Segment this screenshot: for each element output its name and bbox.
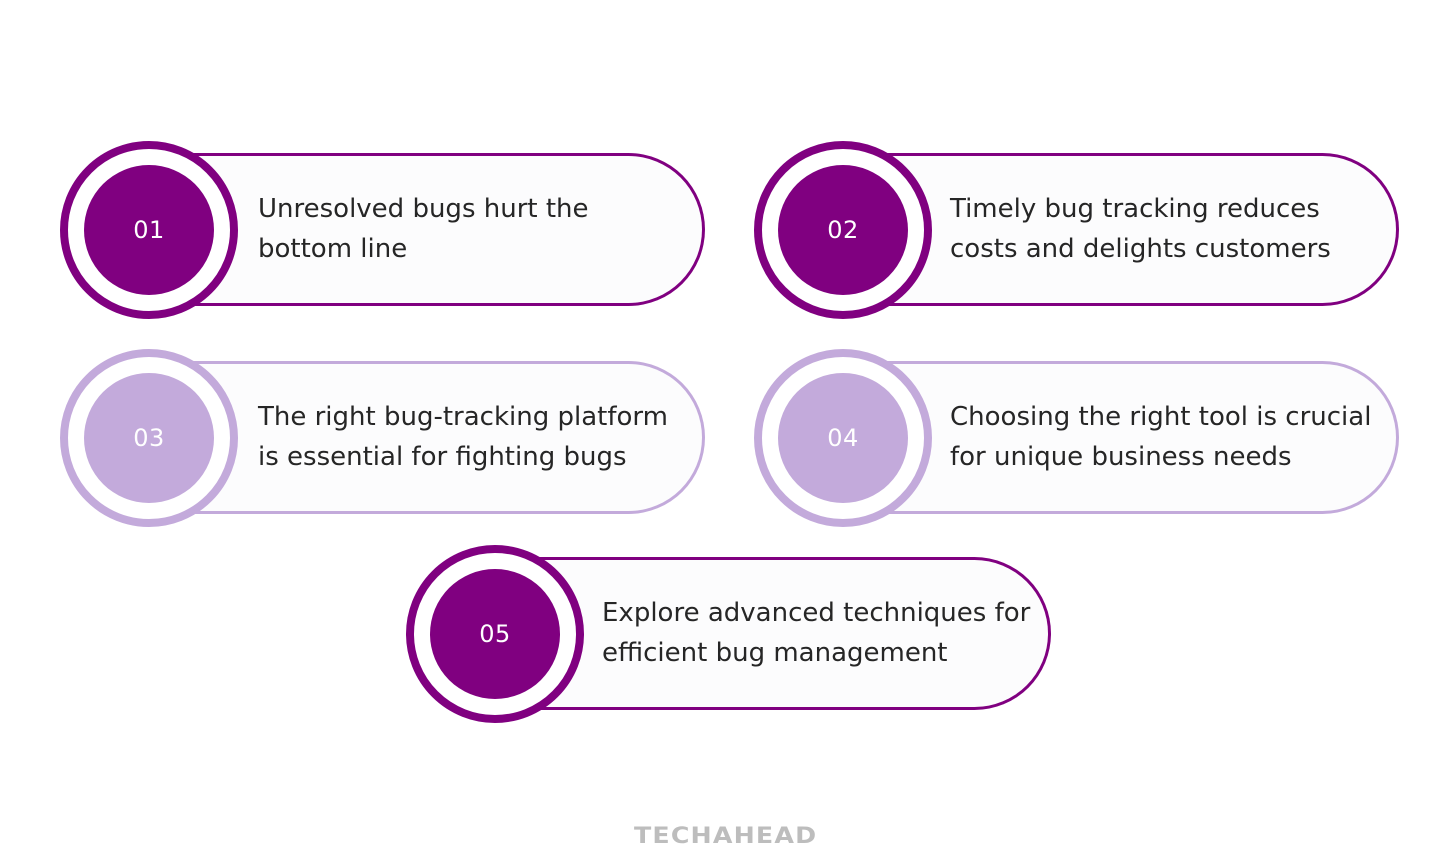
step-badge-ring: 01	[60, 141, 238, 319]
step-card-05: 05 Explore advanced techniques for effic…	[406, 545, 1051, 725]
step-text: The right bug-tracking platform is essen…	[258, 402, 668, 472]
step-badge-ring: 02	[754, 141, 932, 319]
step-pill	[843, 153, 1399, 306]
step-pill	[495, 557, 1051, 710]
step-pill	[149, 361, 705, 514]
step-card-04: 04 Choosing the right tool is crucial fo…	[754, 349, 1399, 529]
step-text: Choosing the right tool is crucial for u…	[950, 402, 1372, 472]
step-badge-ring: 03	[60, 349, 238, 527]
step-number: 01	[84, 165, 214, 295]
step-number: 03	[84, 373, 214, 503]
step-number: 04	[778, 373, 908, 503]
step-pill	[843, 361, 1399, 514]
step-number: 05	[430, 569, 560, 699]
techahead-logo: TECHAHEAD	[634, 824, 818, 849]
step-card-02: 02 Timely bug tracking reduces costs and…	[754, 141, 1399, 321]
step-badge-ring: 05	[406, 545, 584, 723]
step-number: 02	[778, 165, 908, 295]
step-card-03: 03 The right bug-tracking platform is es…	[60, 349, 705, 529]
step-card-01: 01 Unresolved bugs hurt the bottom line	[60, 141, 705, 321]
step-text: Timely bug tracking reduces costs and de…	[950, 194, 1331, 264]
step-pill	[149, 153, 705, 306]
step-text: Unresolved bugs hurt the bottom line	[258, 194, 589, 264]
step-text: Explore advanced techniques for efficien…	[602, 598, 1031, 668]
step-badge-ring: 04	[754, 349, 932, 527]
